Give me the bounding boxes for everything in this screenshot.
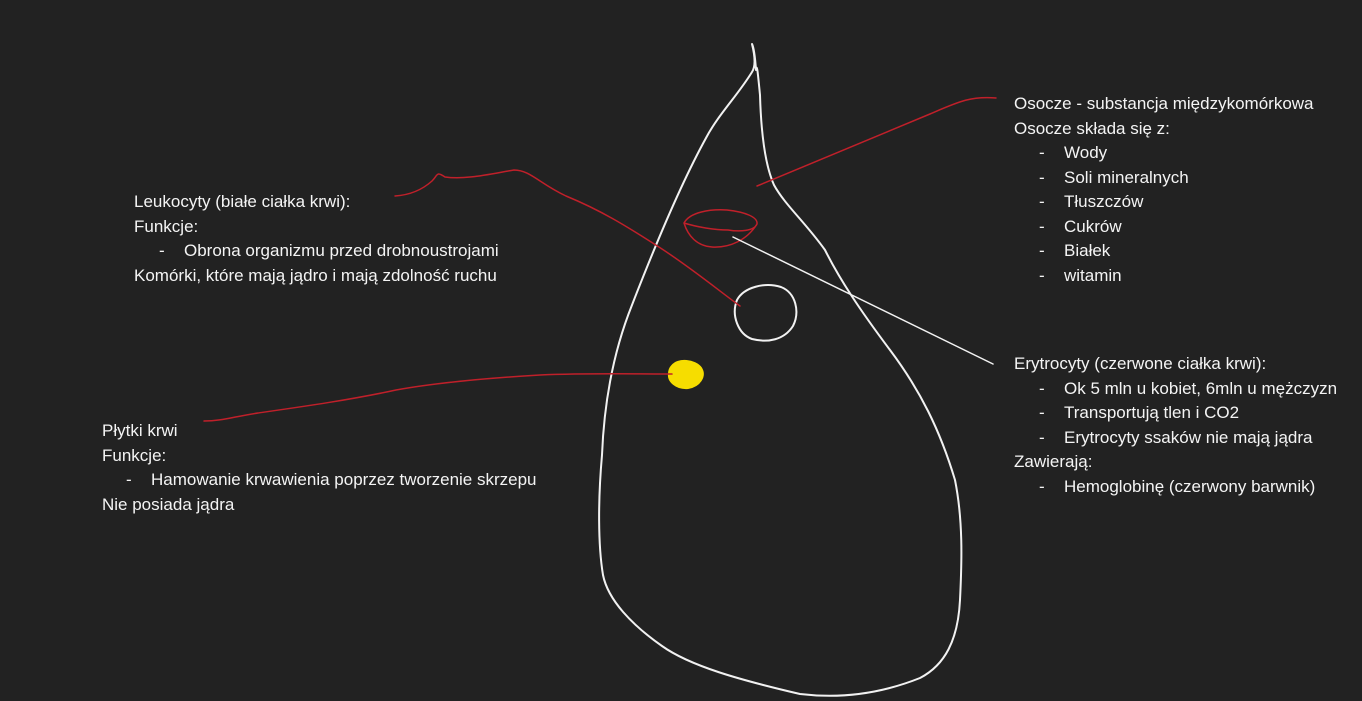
- plasma-item: Tłuszczów: [1014, 190, 1314, 215]
- leukocyte-cell-shape: [733, 284, 798, 342]
- erythrocytes-title: Erytrocyty (czerwone ciałka krwi):: [1014, 354, 1267, 373]
- platelets-functions-label: Funkcje:: [102, 445, 167, 465]
- plasma-title: Osocze - substancja międzykomórkowa: [1014, 94, 1314, 113]
- erythrocytes-item: Erytrocyty ssaków nie mają jądra: [1014, 426, 1337, 451]
- erythrocytes-contains-label: Zawierają:: [1014, 452, 1093, 471]
- plasma-item: Soli mineralnych: [1014, 166, 1314, 191]
- leukocytes-item: Obrona organizmu przed drobnoustrojami: [134, 239, 499, 264]
- plasma-pointer-line: [756, 96, 997, 187]
- platelets-note-text: Nie posiada jądra: [102, 494, 235, 514]
- plasma-subtitle: Osocze składa się z:: [1014, 118, 1170, 138]
- platelets-pointer-line: [203, 373, 673, 422]
- erythrocytes-pointer-line: [732, 236, 994, 365]
- platelets-note: Płytki krwi Funkcje: Hamowanie krwawieni…: [102, 419, 537, 517]
- leukocytes-pointer-line: [394, 169, 741, 307]
- leukocytes-functions-label: Funkcje:: [134, 216, 199, 236]
- plasma-item: Białek: [1014, 239, 1314, 264]
- erythrocyte-cell-shape: [683, 209, 758, 248]
- blood-drop-outline: [598, 43, 963, 697]
- platelet-shape: [667, 360, 704, 390]
- leukocytes-title: Leukocyty (białe ciałka krwi):: [134, 192, 351, 211]
- plasma-item: witamin: [1014, 264, 1314, 289]
- erythrocytes-contains-item: Hemoglobinę (czerwony barwnik): [1014, 475, 1337, 500]
- erythrocytes-item: Transportują tlen i CO2: [1014, 401, 1337, 426]
- platelets-title: Płytki krwi: [102, 421, 178, 440]
- plasma-item: Wody: [1014, 141, 1314, 166]
- platelets-item: Hamowanie krwawienia poprzez tworzenie s…: [102, 468, 537, 493]
- leukocytes-note: Leukocyty (białe ciałka krwi): Funkcje: …: [134, 190, 499, 288]
- plasma-item: Cukrów: [1014, 215, 1314, 240]
- leukocytes-note-text: Komórki, które mają jądro i mają zdolnoś…: [134, 265, 497, 285]
- erythrocytes-note: Erytrocyty (czerwone ciałka krwi): Ok 5 …: [1014, 352, 1337, 499]
- plasma-note: Osocze - substancja międzykomórkowa Osoc…: [1014, 92, 1314, 288]
- erythrocytes-item: Ok 5 mln u kobiet, 6mln u mężczyzn: [1014, 377, 1337, 402]
